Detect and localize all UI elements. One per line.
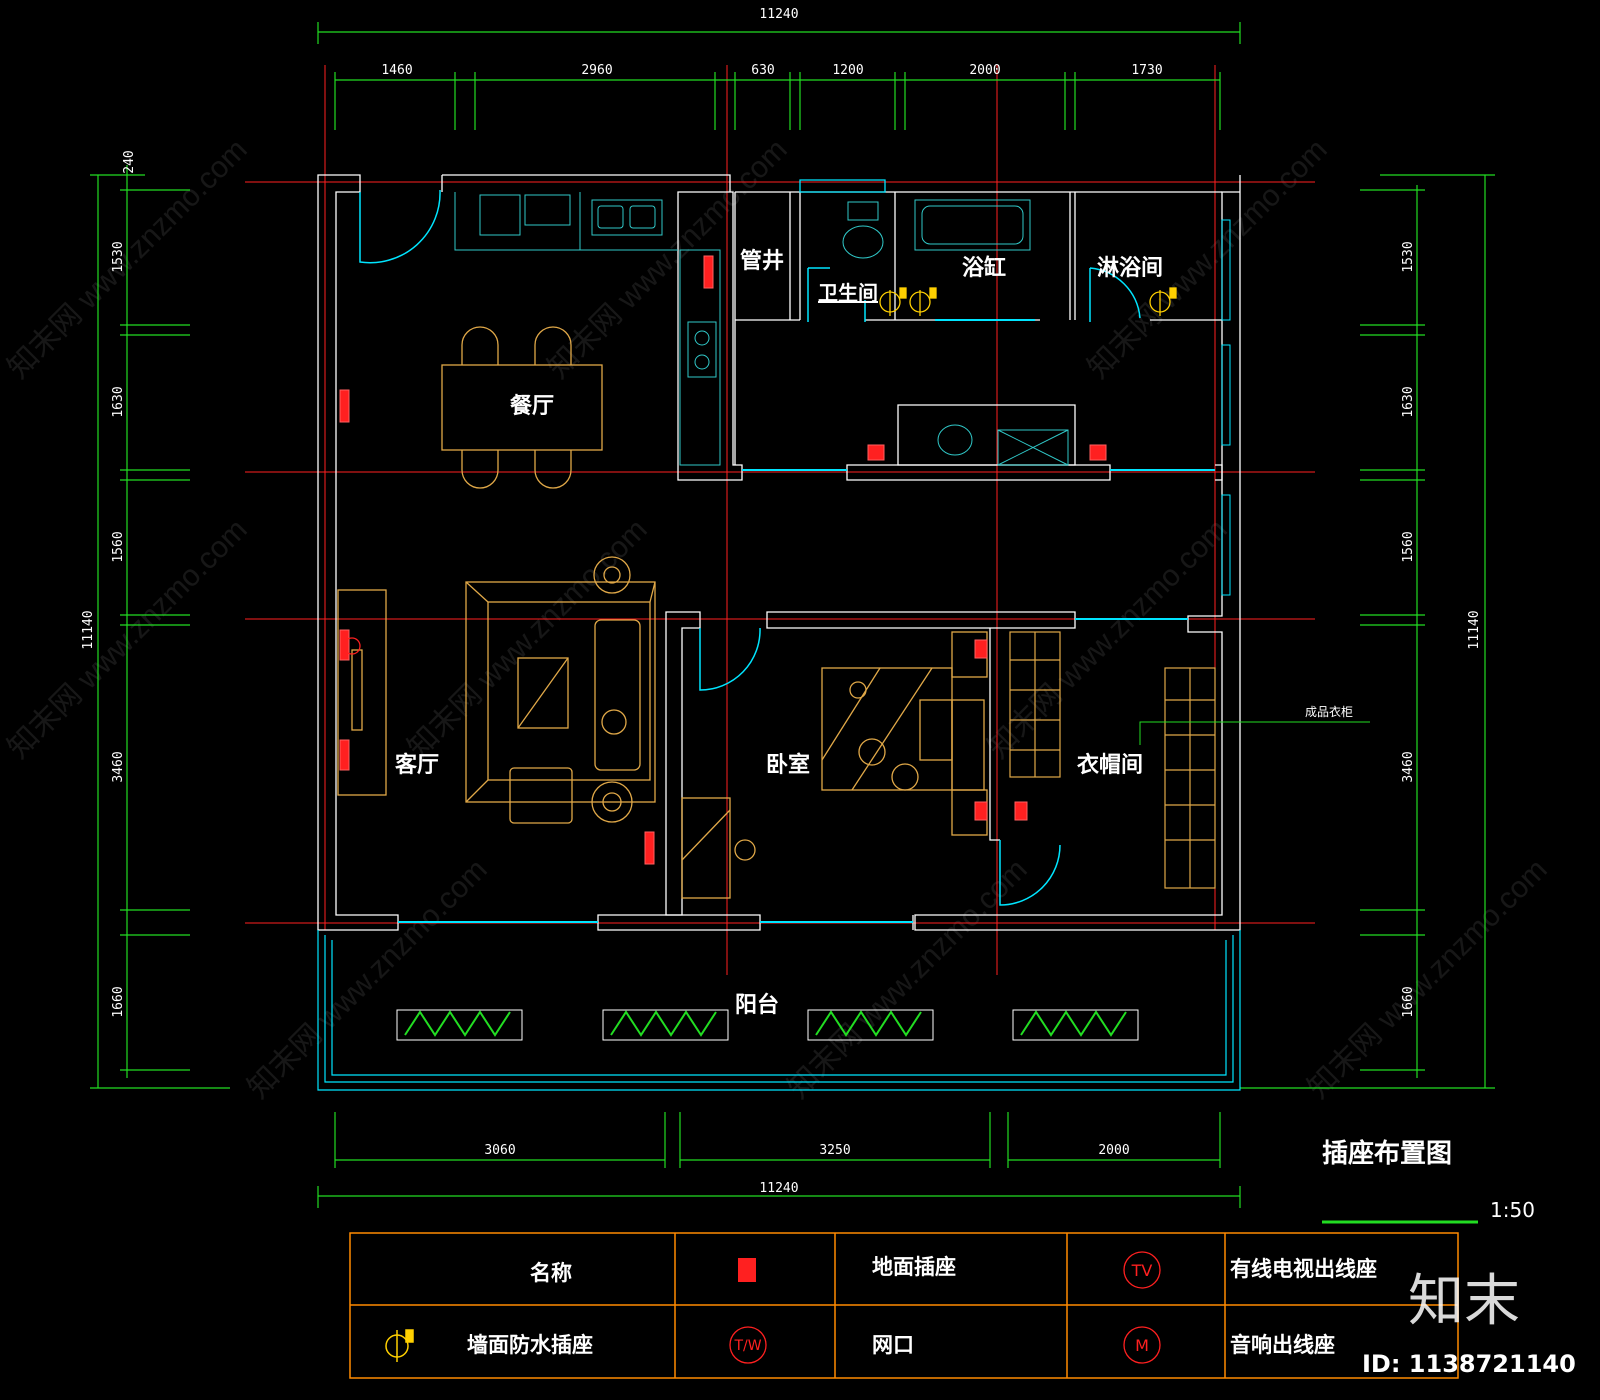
socket-marker: [974, 639, 988, 659]
tv-outlet: [343, 637, 361, 655]
dim-top-1: 1460: [381, 63, 412, 78]
dim-right-3: 1560: [1401, 531, 1416, 562]
watermark-text: 知末网 www.znzmo.com: [2, 513, 254, 765]
axis-grid: [245, 65, 1315, 975]
socket-marker: [1014, 801, 1028, 821]
legend-waterproof-socket: 墙面防水插座: [467, 1333, 593, 1357]
dim-left-5: 1660: [111, 986, 126, 1017]
dim-top-6: 1730: [1131, 63, 1162, 78]
room-label-pipe-shaft: 管井: [740, 248, 784, 274]
room-label-bathtub: 浴缸: [962, 255, 1006, 281]
closet-annotation-text: 成品衣柜: [1305, 704, 1353, 719]
watermark-text: 知末网 www.znzmo.com: [1302, 853, 1554, 1105]
legend-audio-symbol-text: M: [1135, 1336, 1149, 1355]
dim-top-3: 630: [751, 63, 774, 78]
legend-table: 名称 地面插座 TV 有线电视出线座 墙面防水插座 T/W 网口 M 音响出线座: [349, 1232, 1459, 1379]
socket-marker: [974, 801, 988, 821]
dim-right-2: 1630: [1401, 386, 1416, 417]
legend-audio-symbol: [1123, 1326, 1161, 1364]
floor-sockets: [339, 255, 1107, 865]
legend-floor-socket: 地面插座: [872, 1255, 956, 1279]
watermark-text: 知末网 www.znzmo.com: [982, 513, 1234, 765]
drawing-scale: 1:50: [1490, 1198, 1535, 1222]
socket-marker: [339, 739, 350, 771]
dim-right-4: 3460: [1401, 751, 1416, 782]
bedroom-furniture: [681, 631, 988, 899]
balcony-rail: [317, 930, 1241, 1091]
dim-bottom-2: 3250: [819, 1143, 850, 1158]
legend-tv-symbol-text: TV: [1131, 1261, 1153, 1280]
legend-tv-outlet: 有线电视出线座: [1230, 1257, 1377, 1281]
living-furniture: [337, 556, 656, 824]
bathroom-fixtures: [842, 199, 1069, 466]
room-label-closet: 衣帽间: [1077, 752, 1143, 778]
walls: [317, 174, 1241, 931]
side-windows: [1221, 219, 1231, 596]
dim-bottom-3: 2000: [1098, 1143, 1129, 1158]
socket-marker: [644, 831, 655, 865]
wardrobes: [1009, 631, 1216, 889]
dim-left-1: 1530: [111, 241, 126, 272]
windows: [398, 319, 1215, 923]
dim-left-3: 1560: [111, 531, 126, 562]
dim-top-4: 1200: [832, 63, 863, 78]
legend-network: 网口: [872, 1333, 914, 1357]
dim-bottom-1: 3060: [484, 1143, 515, 1158]
legend-waterproof-symbol: [385, 1329, 414, 1362]
dining-furniture: [441, 326, 603, 489]
watermark-text: 知末网 www.znzmo.com: [402, 513, 654, 765]
room-label-dining: 餐厅: [510, 394, 554, 419]
dim-left-2: 1630: [111, 386, 126, 417]
dim-right-1: 1530: [1401, 241, 1416, 272]
legend-floor-socket-symbol: [738, 1258, 756, 1282]
legend-audio-outlet: 音响出线座: [1230, 1333, 1335, 1357]
legend-tv-symbol: [1123, 1251, 1161, 1289]
legend-network-symbol-text: T/W: [733, 1338, 761, 1354]
room-label-balcony: 阳台: [735, 992, 779, 1018]
legend-header: 名称: [530, 1261, 572, 1285]
dim-total-width-bottom: 11240: [759, 1181, 798, 1196]
dim-total-height-right: 11140: [1467, 610, 1482, 649]
dim-left-thickness: 240: [122, 150, 137, 173]
dim-left-4: 3460: [111, 751, 126, 782]
room-label-bathroom: 卫生间: [818, 281, 878, 305]
balcony-planters: [396, 1009, 1139, 1041]
closet-annotation: 成品衣柜: [1139, 704, 1370, 745]
brand-id: ID: 1138721140: [1362, 1350, 1576, 1378]
kitchen-fixtures: [454, 192, 721, 466]
dim-right-5: 1660: [1401, 986, 1416, 1017]
room-label-living: 客厅: [395, 752, 439, 778]
drawing-title: 插座布置图: [1322, 1138, 1452, 1169]
room-label-bedroom: 卧室: [766, 752, 810, 778]
brand-logo: 知末: [1408, 1269, 1520, 1334]
legend-network-symbol: [729, 1326, 767, 1364]
watermark-text: 知末网 www.znzmo.com: [782, 853, 1034, 1105]
socket-marker: [867, 444, 885, 461]
waterproof-sockets: [879, 287, 1177, 316]
dim-top-2: 2960: [581, 63, 612, 78]
dimension-lines: [90, 22, 1495, 1208]
watermark-text: 知末网 www.znzmo.com: [242, 853, 494, 1105]
socket-marker: [1089, 444, 1107, 461]
dim-total-width-top: 11240: [759, 7, 798, 22]
dimension-labels: 11240 1460 2960 630 1200 2000 1730 3060 …: [81, 7, 1482, 1196]
doors: [359, 189, 1141, 906]
dim-total-height-left: 11140: [81, 610, 96, 649]
socket-marker: [339, 389, 350, 423]
socket-marker: [703, 255, 714, 289]
room-label-shower: 淋浴间: [1097, 255, 1163, 281]
dim-top-5: 2000: [969, 63, 1000, 78]
